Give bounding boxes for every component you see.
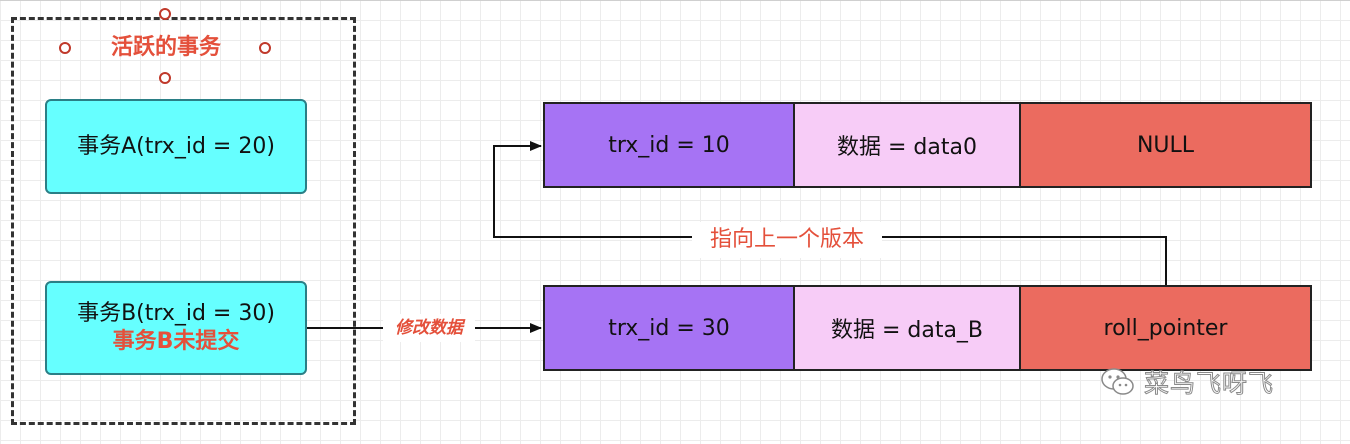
wechat-icon: [1101, 368, 1134, 395]
selection-handle-right[interactable]: [259, 42, 271, 54]
version-row-2[interactable]: trx_id = 30 数据 = data_B roll_pointer: [543, 285, 1312, 371]
row-2-trx-cell: trx_id = 30: [545, 287, 793, 369]
top-border-line: [0, 0, 1350, 1]
previous-version-label[interactable]: 指向上一个版本: [692, 222, 882, 258]
group-title[interactable]: 活跃的事务: [110, 35, 221, 60]
previous-version-arrow[interactable]: [493, 141, 1167, 285]
row-1-trx-cell: trx_id = 10: [545, 104, 793, 186]
row-1-data-cell: 数据 = data0: [793, 104, 1019, 186]
row-1-pointer-cell: NULL: [1019, 104, 1310, 186]
row-2-pointer-cell: roll_pointer: [1019, 287, 1310, 369]
transaction-b-label: 事务B(trx_id = 30): [77, 301, 275, 326]
selection-handle-top[interactable]: [159, 8, 171, 20]
watermark-text: 菜鸟飞呀飞: [1143, 369, 1275, 399]
watermark: 菜鸟飞呀飞: [1100, 362, 1274, 402]
modify-data-label[interactable]: 修改数据: [383, 314, 475, 342]
transaction-a-label: 事务A(trx_id = 20): [77, 133, 275, 159]
transaction-a-box[interactable]: 事务A(trx_id = 20): [45, 99, 307, 194]
transaction-b-status: 事务B未提交: [112, 329, 240, 354]
selection-handle-left[interactable]: [59, 42, 71, 54]
transaction-b-box[interactable]: 事务B(trx_id = 30) 事务B未提交: [45, 281, 307, 375]
row-2-data-cell: 数据 = data_B: [793, 287, 1019, 369]
active-transactions-group[interactable]: [11, 17, 356, 425]
version-row-1[interactable]: trx_id = 10 数据 = data0 NULL: [543, 102, 1312, 188]
selection-handle-bottom[interactable]: [159, 72, 171, 84]
